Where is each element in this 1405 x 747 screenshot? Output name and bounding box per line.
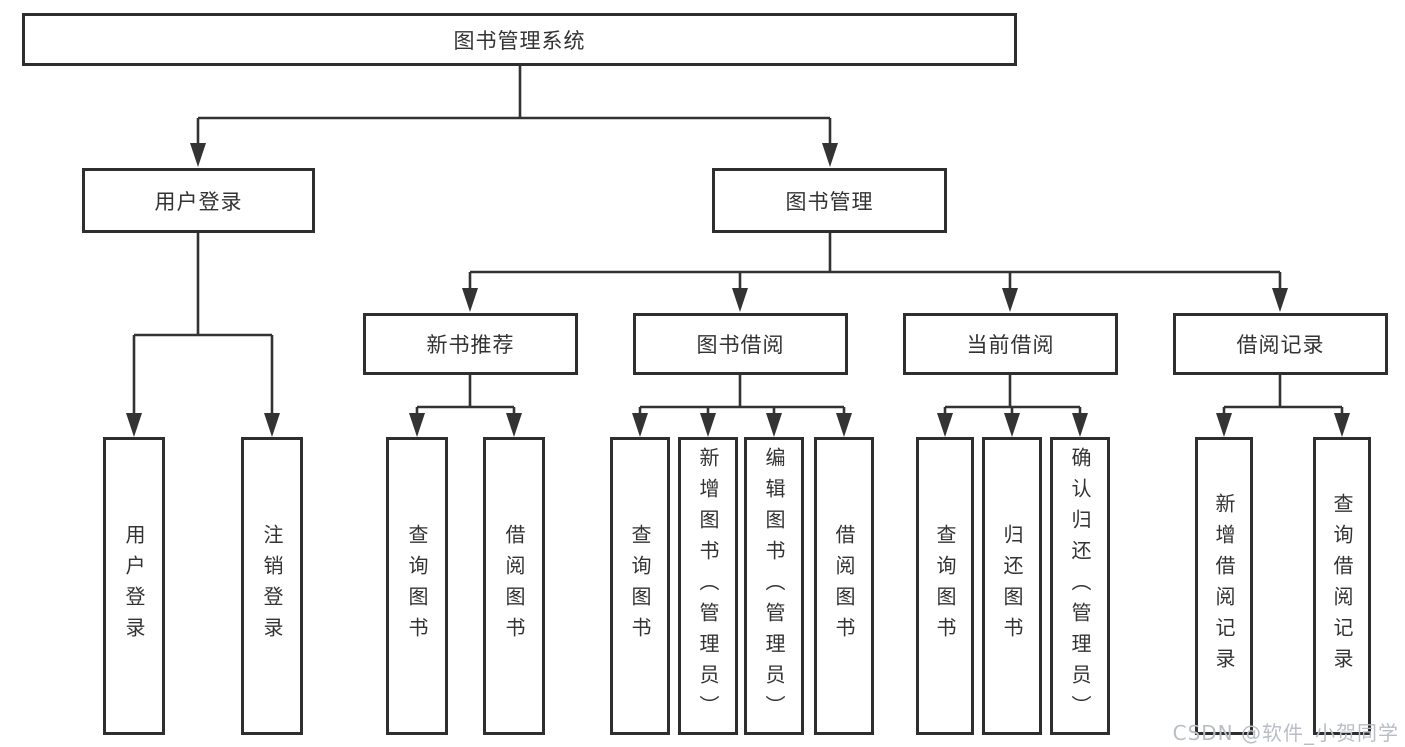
node-user-login-label: 用户登录 (154, 189, 243, 214)
leaf-recommend-query-books-label: 查询图书 (405, 524, 429, 648)
node-borrow-records: 借阅记录 (1173, 313, 1388, 375)
leaf-return-books-label: 归还图书 (1000, 524, 1024, 648)
node-user-login: 用户登录 (82, 168, 315, 233)
leaf-current-query-books-label: 查询图书 (933, 524, 957, 648)
node-book-management-label: 图书管理 (785, 189, 874, 214)
leaf-borrow-books-label: 借阅图书 (832, 524, 856, 648)
leaf-current-query-books: 查询图书 (916, 437, 974, 735)
leaf-query-borrow-record-label: 查询借阅记录 (1330, 493, 1354, 679)
leaf-logout-label: 注销登录 (260, 524, 284, 648)
node-current-borrow: 当前借阅 (903, 313, 1118, 375)
leaf-add-borrow-record: 新增借阅记录 (1195, 437, 1253, 735)
leaf-query-borrow-record: 查询借阅记录 (1313, 437, 1371, 735)
node-new-book-recommend-label: 新书推荐 (426, 333, 515, 357)
leaf-recommend-borrow-books-label: 借阅图书 (502, 524, 526, 648)
arrowhead-group (126, 143, 1350, 437)
node-borrow-records-label: 借阅记录 (1236, 333, 1325, 357)
leaf-recommend-query-books: 查询图书 (386, 437, 448, 735)
node-book-borrow: 图书借阅 (633, 313, 848, 375)
node-book-borrow-label: 图书借阅 (696, 333, 785, 357)
leaf-logout: 注销登录 (241, 437, 303, 735)
leaf-edit-books-admin-label: 编辑图书（管理员） (762, 446, 786, 726)
node-root-system: 图书管理系统 (22, 13, 1017, 66)
leaf-add-books-admin-label: 新增图书（管理员） (696, 446, 720, 726)
leaf-user-login-label: 用户登录 (122, 524, 146, 648)
leaf-user-login: 用户登录 (103, 437, 165, 735)
leaf-add-books-admin: 新增图书（管理员） (678, 437, 738, 735)
leaf-recommend-borrow-books: 借阅图书 (483, 437, 545, 735)
leaf-confirm-return-admin-label: 确认归还（管理员） (1068, 446, 1092, 726)
leaf-borrow-query-books: 查询图书 (610, 437, 670, 735)
leaf-borrow-books: 借阅图书 (814, 437, 874, 735)
node-current-borrow-label: 当前借阅 (966, 333, 1055, 357)
leaf-confirm-return-admin: 确认归还（管理员） (1050, 437, 1110, 735)
leaf-borrow-query-books-label: 查询图书 (628, 524, 652, 648)
node-book-management: 图书管理 (712, 168, 947, 233)
leaf-edit-books-admin: 编辑图书（管理员） (744, 437, 804, 735)
node-root-system-label: 图书管理系统 (453, 28, 586, 53)
node-new-book-recommend: 新书推荐 (363, 313, 578, 375)
csdn-watermark: CSDN @软件_小贺同学 (1172, 721, 1399, 745)
leaf-return-books: 归还图书 (982, 437, 1042, 735)
leaf-add-borrow-record-label: 新增借阅记录 (1212, 493, 1236, 679)
